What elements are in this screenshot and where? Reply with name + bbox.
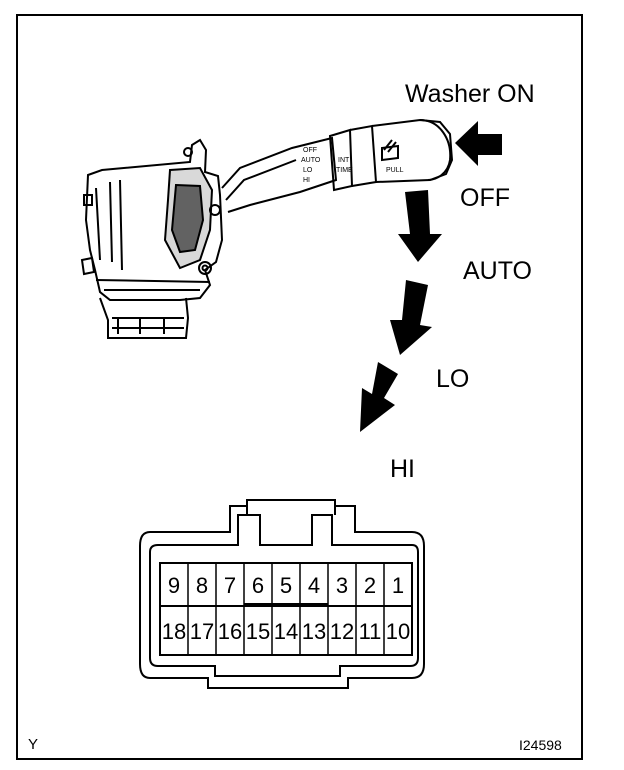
pin-2: 2 [364, 573, 376, 598]
washer-arrow-icon [455, 121, 502, 166]
washer-on-label: Washer ON [405, 80, 535, 108]
pin-14: 14 [274, 619, 298, 644]
connector-pins-bottom-row: 18 17 16 15 14 13 12 11 10 [162, 619, 410, 644]
pin-13: 13 [302, 619, 326, 644]
pin-1: 1 [392, 573, 404, 598]
stalk-markings: OFF AUTO LO HI INT TIME PULL [301, 147, 404, 184]
pin-3: 3 [336, 573, 348, 598]
figure-id: I24598 [519, 737, 562, 753]
pin-15: 15 [246, 619, 270, 644]
off-label: OFF [460, 184, 510, 212]
pin-6: 6 [252, 573, 264, 598]
lo-arrow-icon [360, 362, 398, 432]
connector-housing [139, 499, 425, 689]
pin-8: 8 [196, 573, 208, 598]
pin-12: 12 [330, 619, 354, 644]
stalk-mark-int: INT [338, 157, 350, 164]
pin-16: 16 [218, 619, 242, 644]
auto-arrow-icon [390, 280, 432, 355]
pin-11: 11 [359, 619, 382, 644]
pin-7: 7 [224, 573, 236, 598]
stalk-mark-hi: HI [303, 177, 310, 184]
stalk-mark-lo: LO [303, 167, 313, 174]
pin-18: 18 [162, 619, 186, 644]
figure-frame [16, 14, 583, 760]
auto-label: AUTO [463, 257, 532, 285]
pin-10: 10 [386, 619, 410, 644]
stalk-mark-off: OFF [303, 147, 317, 154]
off-arrow-icon [398, 190, 442, 262]
footer-left-code: Y [28, 736, 39, 753]
lo-label: LO [436, 365, 470, 393]
hi-label: HI [390, 455, 415, 483]
pin-17: 17 [190, 619, 214, 644]
combination-switch [80, 118, 454, 339]
pin-9: 9 [168, 573, 180, 598]
stalk-mark-time: TIME [336, 167, 353, 174]
connector-cell-grid [187, 563, 385, 655]
connector-pins-top-row: 9 8 7 6 5 4 3 2 1 [168, 573, 404, 598]
stalk-mark-pull: PULL [386, 167, 404, 174]
stalk-mark-auto: AUTO [301, 157, 321, 164]
pin-4: 4 [308, 573, 320, 598]
pin-5: 5 [280, 573, 292, 598]
